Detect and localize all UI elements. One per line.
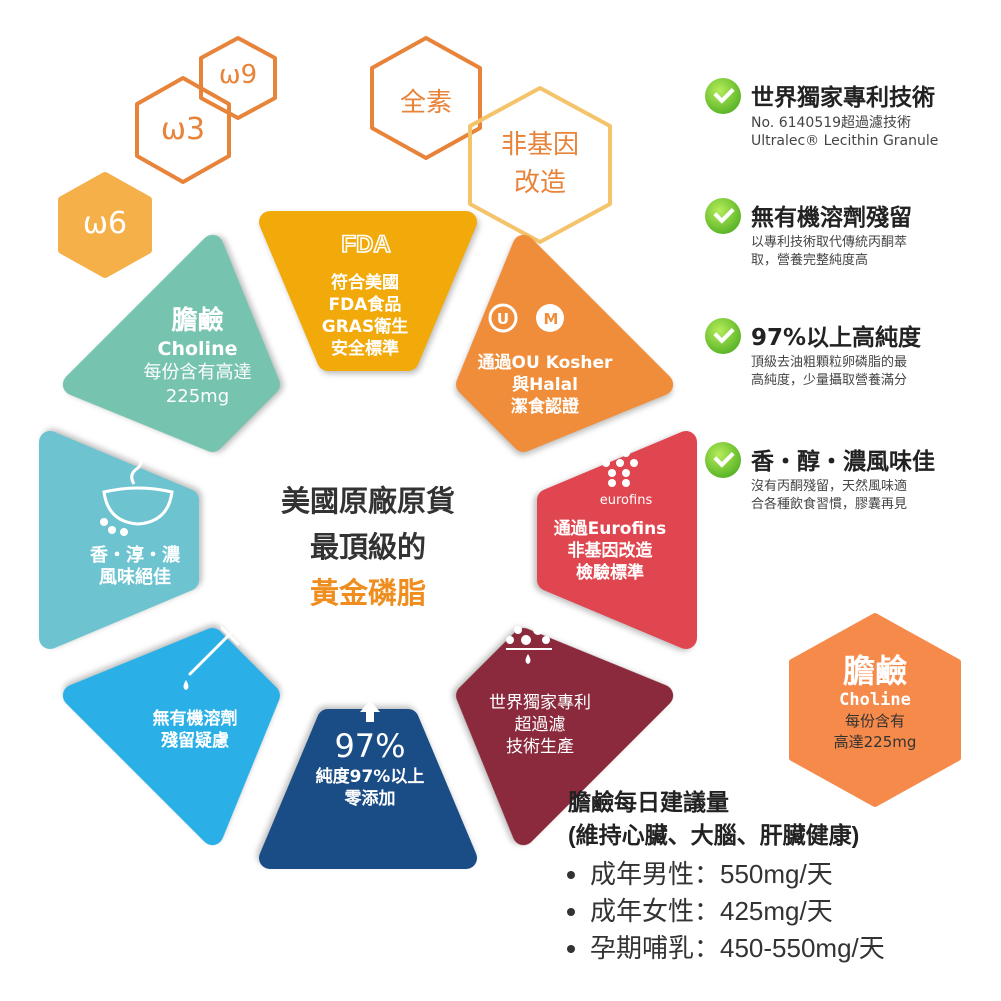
line: 通過Eurofins <box>553 519 667 539</box>
line: 沒有丙酮殘留，天然風味適 <box>751 479 908 494</box>
svg-text:U: U <box>497 310 509 328</box>
segment-purity-text: 97% 純度97%以上零添加 <box>290 726 450 810</box>
center-line3: 黃金磷脂 <box>309 576 426 610</box>
line: 純度97%以上 <box>315 767 425 787</box>
segment-choline-text: 膽鹼 Choline 每份含有高達 225mg <box>115 305 280 409</box>
line: 頂級去油粗顆粒卵磷脂的最 <box>751 355 908 370</box>
line: Ultralec® Lecithin Granule <box>751 133 939 149</box>
line: 香・淳・濃 <box>90 545 180 566</box>
hexagon-omega9-label: ω9 <box>218 60 258 90</box>
line: 以專利技術取代傳統丙酮萃 <box>751 235 908 250</box>
hexagon-omega9 <box>199 36 277 120</box>
line: 無有機溶劑 <box>152 709 238 729</box>
badge-line2: 高達225mg <box>833 733 917 751</box>
hexagon-omega6-label: ω6 <box>82 206 128 241</box>
hexagon-vegan-label: 全素 <box>399 88 452 118</box>
hexagon-vegan <box>370 36 482 160</box>
hexagon-omega3 <box>135 76 231 184</box>
segment-flavor <box>39 431 199 649</box>
non-gmo-line2: 改造 <box>513 168 566 198</box>
segment-fda <box>259 211 477 371</box>
choline-badge: 膽鹼 Choline 每份含有 高達225mg <box>792 652 958 752</box>
arrow-up-icon <box>360 700 380 722</box>
hexagon-omega6 <box>58 172 152 278</box>
line: FDA食品 <box>328 295 402 315</box>
line: 超過濾 <box>514 715 566 735</box>
daily-recommendation: 膽鹼每日建議量 (維持心臟、大腦、肝臟健康) 成年男性：550mg/天 成年女性… <box>568 786 885 967</box>
segment-choline <box>62 234 281 453</box>
line: 檢驗標準 <box>576 563 644 583</box>
line: 世界獨家專利 <box>489 693 591 713</box>
line: 殘留疑慮 <box>161 731 229 751</box>
hexagon-omega3-label: ω3 <box>160 112 206 147</box>
feature-desc: 沒有丙酮殘留，天然風味適合各種飲食習慣，膠囊再見 <box>751 478 907 514</box>
fda-logo-icon: FDA <box>341 231 390 258</box>
check-icon <box>705 78 741 114</box>
list-item: 成年女性：425mg/天 <box>590 893 885 930</box>
bowl-icon <box>100 453 174 536</box>
line: 與Halal <box>512 375 578 395</box>
line: 技術生產 <box>506 737 574 757</box>
line: 合各種飲食習慣，膠囊再見 <box>751 497 908 512</box>
recommendation-title: 膽鹼每日建議量 <box>568 789 729 815</box>
recommendation-subtitle: (維持心臟、大腦、肝臟健康) <box>568 822 860 848</box>
feature-title: 無有機溶劑殘留 <box>751 205 912 231</box>
line: 高純度，少量攝取營養滿分 <box>751 373 908 388</box>
line: 取，營養完整純度高 <box>751 253 869 268</box>
feature-desc: 頂級去油粗顆粒卵磷脂的最高純度，少量攝取營養滿分 <box>751 354 907 390</box>
choline-title: 膽鹼 <box>171 306 224 336</box>
segment-solvent <box>62 627 281 846</box>
line: 225mg <box>165 386 230 407</box>
svg-text:eurofins: eurofins <box>600 493 653 508</box>
segment-eurofins <box>537 431 697 649</box>
line: 每份含有高達 <box>143 362 252 383</box>
line: GRAS衛生 <box>321 317 409 337</box>
segment-patent <box>455 627 674 846</box>
segment-solvent-text: 無有機溶劑殘留疑慮 <box>120 708 270 752</box>
segment-kosher <box>455 234 674 453</box>
hexagon-choline-badge <box>789 613 961 807</box>
filtration-icon <box>506 614 552 664</box>
list-item: 孕期哺乳：450-550mg/天 <box>590 930 885 967</box>
list-item: 成年男性：550mg/天 <box>590 856 885 893</box>
line: 安全標準 <box>331 339 399 359</box>
dropper-icon <box>188 622 240 676</box>
hexagon-non-gmo <box>468 86 612 244</box>
line: 風味絕佳 <box>99 567 171 588</box>
feature-desc: 以專利技術取代傳統丙酮萃取，營養完整純度高 <box>751 234 907 270</box>
feature-title: 97%以上高純度 <box>751 325 922 351</box>
line: 符合美國 <box>331 273 399 293</box>
ou-kosher-halal-icon: U M <box>488 303 564 333</box>
choline-subtitle: Choline <box>157 338 238 360</box>
recommendation-list: 成年男性：550mg/天 成年女性：425mg/天 孕期哺乳：450-550mg… <box>568 856 885 967</box>
hexagon-non-gmo-label: 非基因 改造 <box>470 126 610 202</box>
center-line2: 最頂級的 <box>309 530 426 564</box>
feature-title: 香・醇・濃風味佳 <box>751 449 935 475</box>
badge-title: 膽鹼 <box>842 652 907 690</box>
line: 非基因改造 <box>567 541 653 561</box>
check-icon <box>705 198 741 234</box>
line: 潔食認證 <box>511 397 579 417</box>
check-icon <box>705 318 741 354</box>
segment-flavor-text: 香・淳・濃風味絕佳 <box>60 545 210 589</box>
line: No. 6140519超過濾技術 <box>751 115 912 131</box>
check-icon <box>705 442 741 478</box>
purity-value: 97% <box>334 727 406 765</box>
segment-patent-text: 世界獨家專利超過濾技術生產 <box>455 692 625 758</box>
eurofins-logo-icon: eurofins <box>600 449 653 508</box>
feature-title: 世界獨家專利技術 <box>751 85 935 111</box>
line: 零添加 <box>344 789 396 809</box>
badge-line1: 每份含有 <box>844 712 905 730</box>
badge-subtitle: Choline <box>839 690 911 710</box>
svg-text:M: M <box>544 310 559 328</box>
center-headline: 美國原廠原貨 最頂級的 黃金磷脂 <box>238 478 498 616</box>
segment-purity <box>259 709 477 869</box>
feature-desc: No. 6140519超過濾技術 Ultralec® Lecithin Granu… <box>751 114 938 150</box>
line: 通過OU Kosher <box>477 353 613 373</box>
center-line1: 美國原廠原貨 <box>280 484 455 518</box>
non-gmo-line1: 非基因 <box>500 130 579 160</box>
